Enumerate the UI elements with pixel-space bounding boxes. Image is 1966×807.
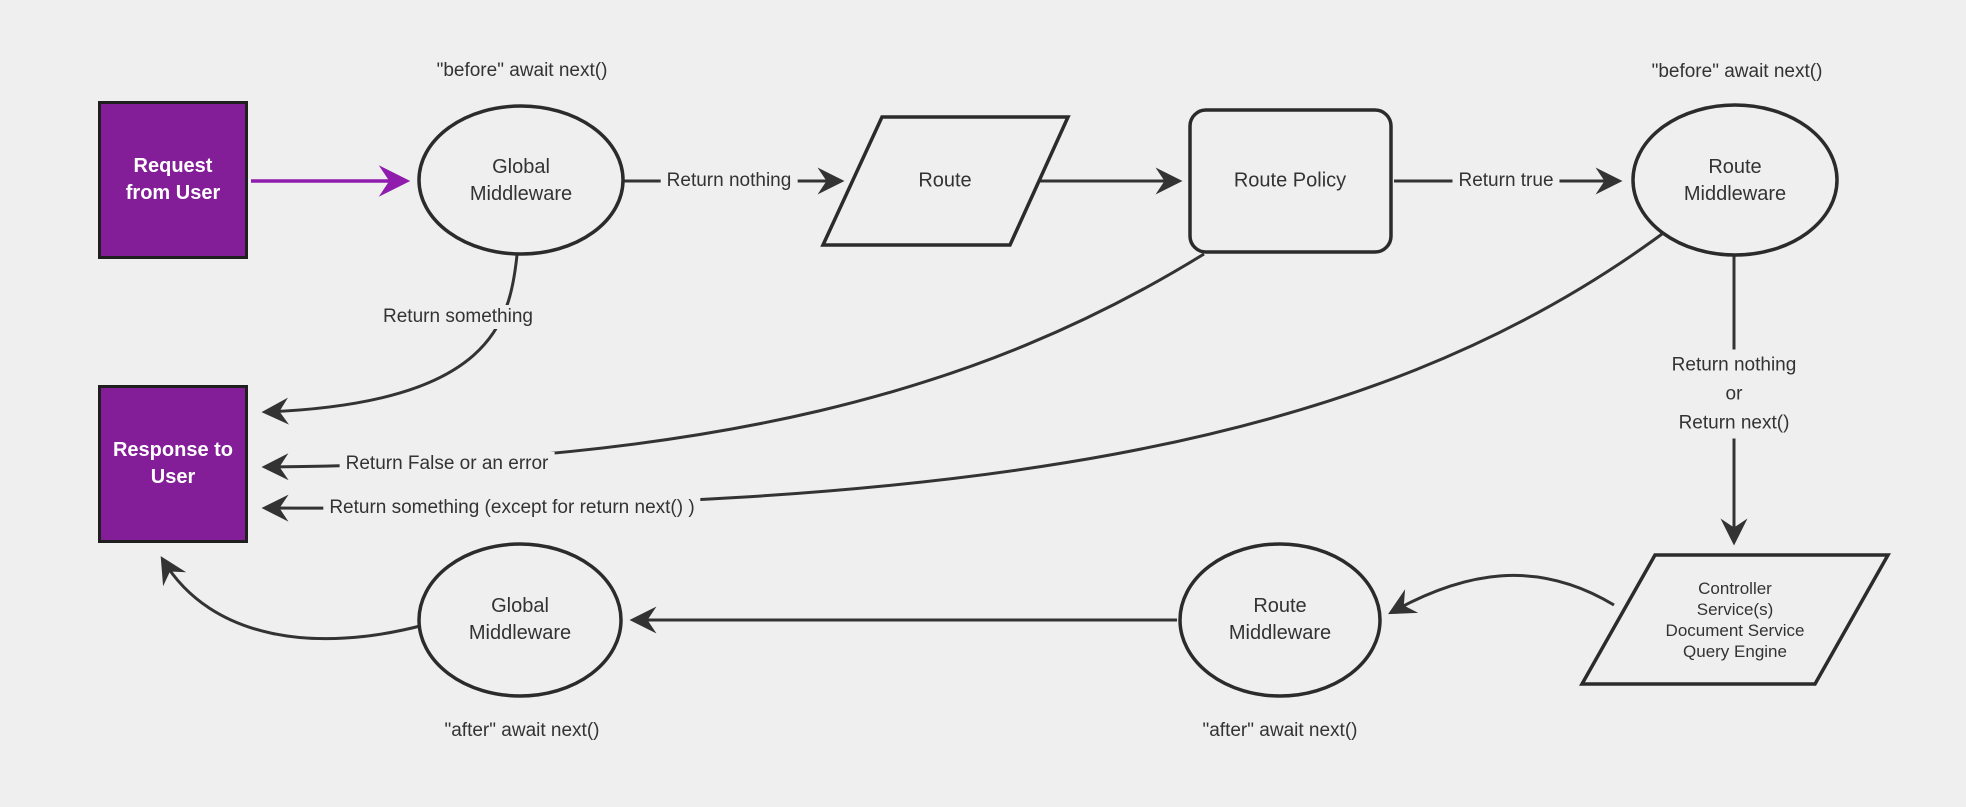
- edge-route-policy-return-false: [261, 252, 1205, 481]
- before-await-next-global-annotation: "before" await next(): [436, 60, 608, 81]
- controller-parallelogram: [1578, 553, 1892, 686]
- return-something-except-edge-label: Return something (except for return next…: [323, 496, 701, 520]
- after-await-next-global-annotation: "after" await next(): [444, 720, 600, 741]
- return-nothing-edge-label: Return nothing: [660, 169, 798, 193]
- edge-controller-to-route-middleware-bottom: [1388, 573, 1615, 615]
- route-middleware-top-label: Route Middleware: [1683, 156, 1787, 205]
- route-policy-label: Route Policy: [1233, 169, 1347, 192]
- edge-global-middleware-bottom-to-response: [160, 556, 425, 641]
- return-true-edge-label: Return true: [1452, 169, 1560, 193]
- global-middleware-top-label: Global Middleware: [469, 156, 573, 205]
- response-to-user-box: Response to User: [98, 385, 248, 543]
- global-middleware-top-ellipse: [417, 104, 625, 256]
- edge-global-middleware-return-something: [261, 254, 519, 425]
- return-false-edge-label: Return False or an error: [339, 452, 555, 476]
- route-parallelogram: [820, 115, 1071, 247]
- controller-services-label: Controller Service(s) Document Service Q…: [1665, 579, 1805, 661]
- global-middleware-bottom-ellipse: [417, 542, 623, 698]
- before-await-next-route-annotation: "before" await next(): [1651, 61, 1823, 82]
- return-nothing-or-next-edge-label: Return nothing or Return next(): [1665, 349, 1803, 439]
- route-policy-rounded-rect: [1188, 108, 1393, 254]
- after-await-next-route-annotation: "after" await next(): [1202, 720, 1358, 741]
- route-middleware-bottom-ellipse: [1178, 542, 1382, 698]
- response-to-user-label: Response to User: [112, 439, 234, 488]
- request-from-user-label: Request from User: [125, 155, 221, 204]
- route-label: Route: [918, 169, 972, 192]
- request-from-user-box: Request from User: [98, 101, 248, 259]
- route-middleware-bottom-label: Route Middleware: [1228, 595, 1332, 644]
- route-middleware-top-ellipse: [1631, 103, 1839, 257]
- return-something-edge-label: Return something: [377, 305, 539, 329]
- global-middleware-bottom-label: Global Middleware: [468, 595, 572, 644]
